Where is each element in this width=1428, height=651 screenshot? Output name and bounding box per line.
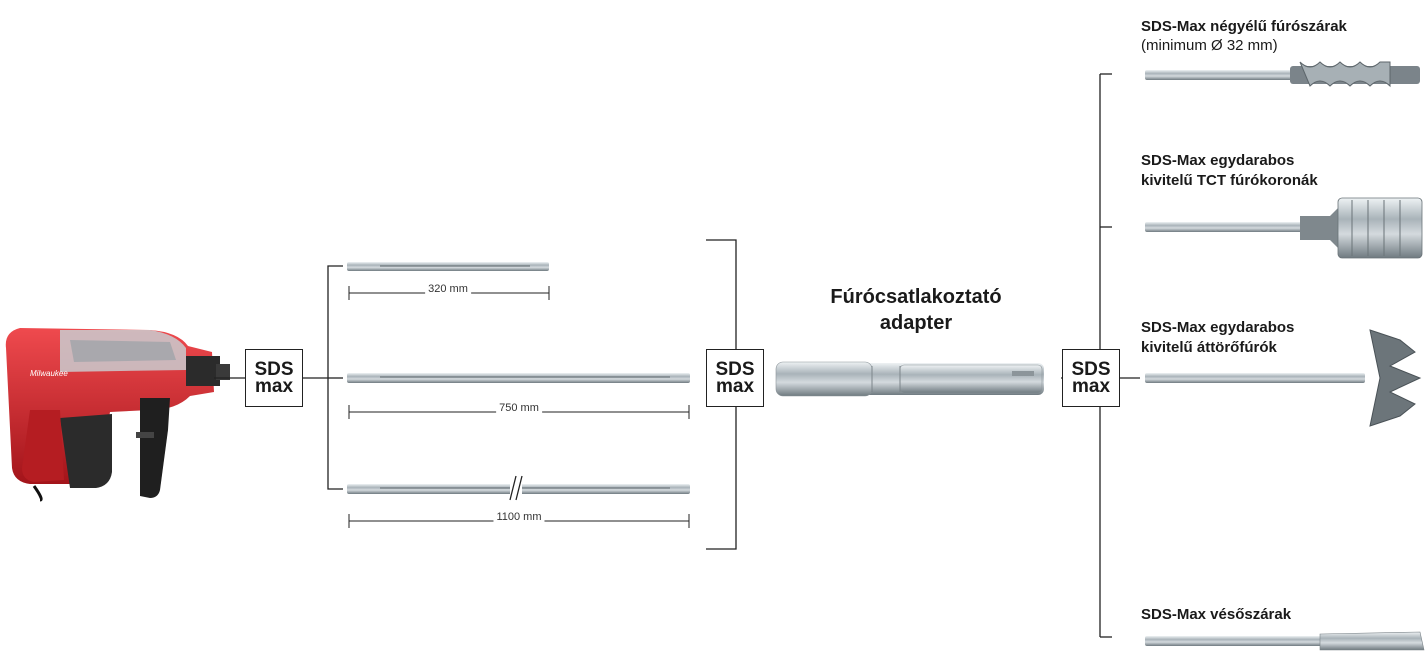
adapter-image: [775, 361, 1044, 397]
length-label-750: 750 mm: [496, 402, 542, 414]
adapter-title-line2: adapter: [879, 312, 953, 334]
accessory-title-line1: SDS-Max egydarabos: [1141, 152, 1295, 169]
accessory-label-breakthrough: SDS-Max egydarabos kivitelű áttörőfúrók: [1141, 318, 1294, 358]
max-label: max: [1071, 376, 1111, 397]
sds-label: SDS: [715, 359, 755, 380]
four-cutter-drill-bit-image: [1145, 61, 1420, 88]
sds-label: SDS: [1071, 359, 1111, 380]
length-label-1100: 1100 mm: [493, 511, 545, 523]
tct-core-bit-image: [1145, 197, 1423, 259]
connector-lines: [214, 73, 1140, 638]
rotary-hammer-image: Milwaukee: [5, 328, 230, 502]
accessory-title-line2: kivitelű TCT fúrókoronák: [1141, 172, 1318, 189]
breakthrough-drill-bit-image: [1145, 329, 1422, 427]
accessory-title: SDS-Max négyélű fúrószárak: [1141, 18, 1347, 35]
sds-label: SDS: [254, 359, 294, 380]
adapter-title-line1: Fúrócsatlakoztató: [830, 286, 1002, 308]
accessory-title-line1: SDS-Max egydarabos: [1141, 319, 1295, 336]
accessory-label-four-cutter: SDS-Max négyélű fúrószárak (minimum Ø 32…: [1141, 17, 1347, 55]
adapter-title: Fúrócsatlakoztató adapter: [786, 284, 1046, 336]
sds-max-box-extension: SDS max: [706, 349, 764, 407]
length-label-320: 320 mm: [425, 283, 471, 295]
svg-text:Milwaukee: Milwaukee: [30, 369, 68, 378]
max-label: max: [715, 376, 755, 397]
accessory-subtitle: (minimum Ø 32 mm): [1141, 37, 1278, 54]
chisel-image: [1145, 631, 1425, 651]
extension-rod-1100: [347, 475, 690, 502]
extension-rod-320: [347, 262, 549, 271]
accessory-label-chisel: SDS-Max vésőszárak: [1141, 606, 1292, 623]
accessory-label-core-bit: SDS-Max egydarabos kivitelű TCT fúrókoro…: [1141, 151, 1318, 191]
max-label: max: [254, 376, 294, 397]
sds-max-box-drill: SDS max: [245, 349, 303, 407]
accessory-title-line2: kivitelű áttörőfúrók: [1141, 339, 1277, 356]
extension-rod-750: [347, 373, 690, 383]
sds-max-box-adapter: SDS max: [1062, 349, 1120, 407]
